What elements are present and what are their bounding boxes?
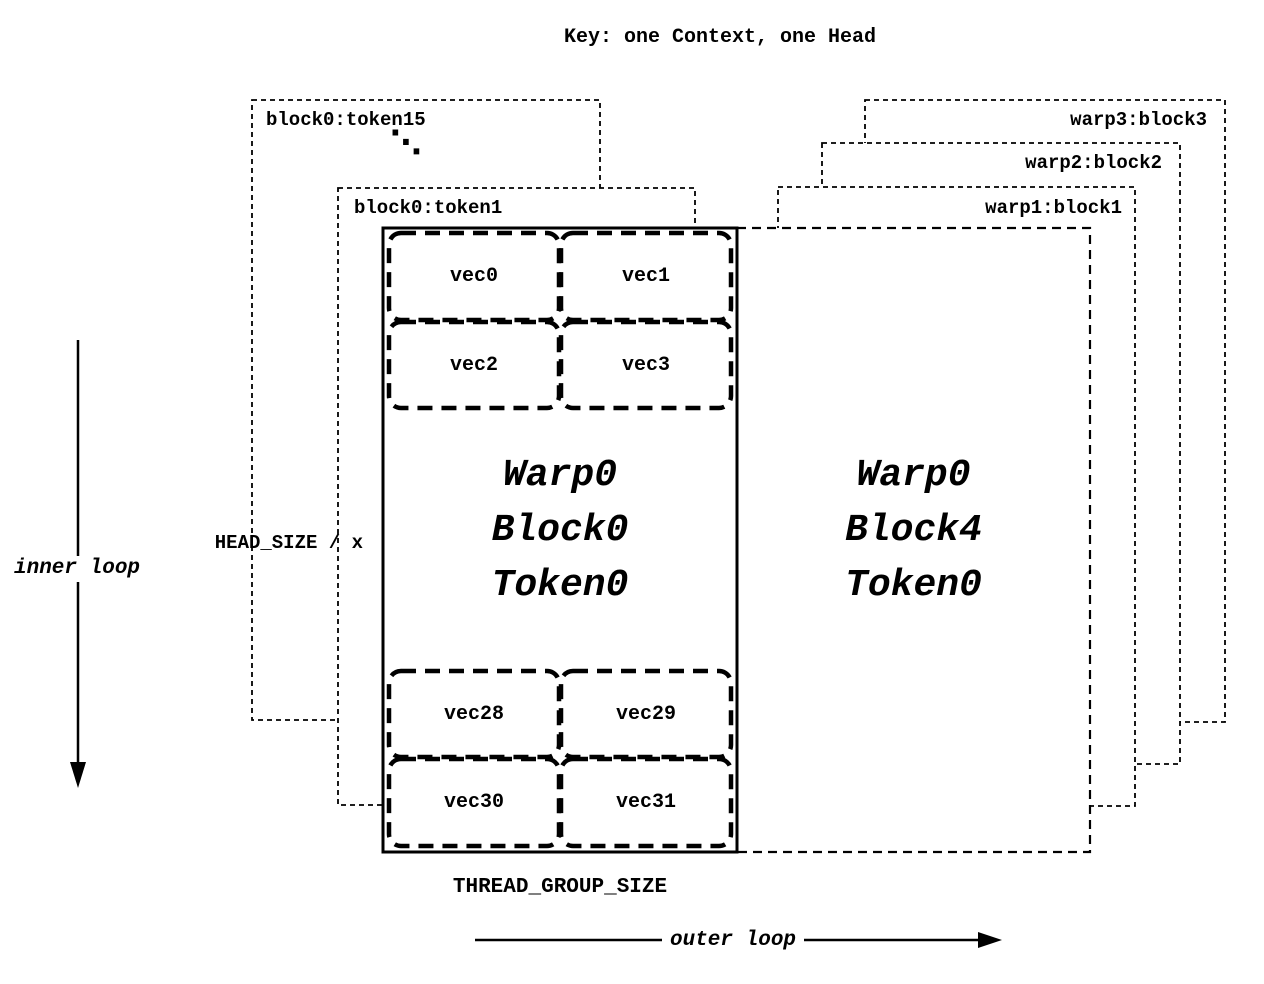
diagram-title: Key: one Context, one Head	[563, 26, 877, 49]
main-caption-line1: Warp0	[502, 454, 618, 497]
thread-group-size-label: THREAD_GROUP_SIZE	[452, 876, 668, 899]
vec0-label: vec0	[449, 265, 498, 288]
vec31-label: vec31	[615, 791, 676, 814]
outer-loop-label: outer loop	[662, 928, 805, 955]
diagonal-ellipsis-icon: ⋱	[390, 123, 424, 161]
main-caption-line2: Block0	[491, 509, 629, 552]
main-caption-line3: Token0	[491, 564, 629, 607]
vec2-label: vec2	[449, 353, 498, 377]
vec-cell-grid	[386, 230, 734, 849]
right-block-caption: Warp0 Block4 Token0	[737, 448, 1090, 613]
vec31-box	[558, 756, 734, 849]
vec29-label: vec29	[615, 702, 676, 726]
outer-loop-arrow-head	[978, 932, 1002, 948]
label-warp2-block2: warp2:block2	[1025, 152, 1162, 174]
vec3-box	[558, 319, 734, 411]
label-warp3-block3: warp3:block3	[1070, 109, 1207, 131]
vec3-label: vec3	[621, 353, 670, 377]
inner-loop-label: inner loop	[6, 556, 149, 583]
inner-loop-arrow	[70, 340, 86, 788]
inner-loop-arrow-head	[70, 762, 86, 788]
right-caption-line3: Token0	[845, 564, 982, 607]
head-size-label: HEAD_SIZE / x	[214, 532, 363, 554]
vec1-label: vec1	[621, 265, 670, 288]
box-warp0-block4-token0	[735, 226, 1092, 854]
label-block0-token15: block0:token15	[266, 109, 426, 131]
vec28-label: vec28	[443, 702, 504, 726]
vec30-label: vec30	[443, 791, 504, 814]
label-warp1-block1: warp1:block1	[985, 197, 1122, 219]
main-block-caption: Warp0 Block0 Token0	[383, 448, 737, 613]
right-caption-line2: Block4	[845, 509, 982, 552]
label-block0-token1: block0:token1	[354, 197, 503, 219]
right-caption-line1: Warp0	[856, 454, 971, 497]
